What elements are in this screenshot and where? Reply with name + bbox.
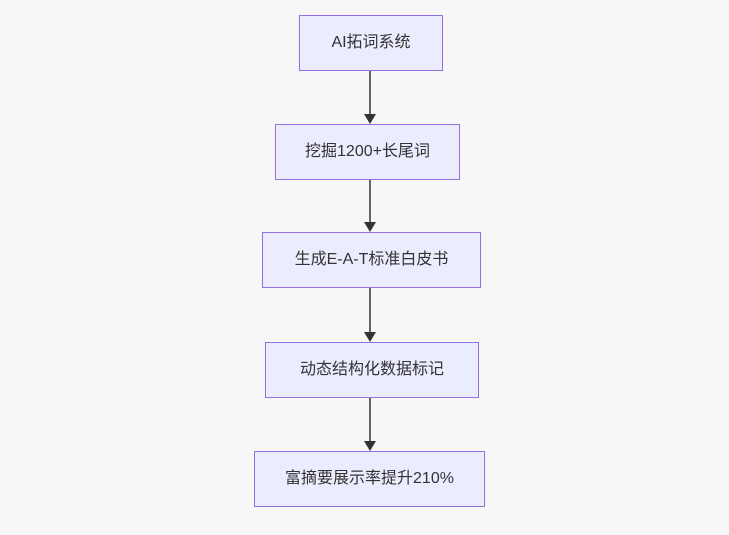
edge-arrowhead-1: [364, 114, 376, 124]
edge-line-2: [369, 180, 371, 223]
flow-node-label: AI拓词系统: [331, 34, 411, 52]
flow-node-ai-word-system: AI拓词系统: [299, 15, 443, 71]
edge-arrowhead-2: [364, 222, 376, 232]
flow-node-label: 动态结构化数据标记: [299, 361, 444, 379]
edge-line-4: [369, 398, 371, 442]
edge-arrowhead-3: [364, 332, 376, 342]
flow-node-label: 生成E-A-T标准白皮书: [294, 251, 449, 269]
edge-arrowhead-4: [364, 441, 376, 451]
flow-node-rich-snippet-result: 富摘要展示率提升210%: [254, 451, 485, 507]
flow-node-structured-data-markup: 动态结构化数据标记: [265, 342, 479, 398]
edge-line-1: [369, 71, 371, 115]
flow-node-longtail-keywords: 挖掘1200+长尾词: [275, 124, 460, 180]
edge-line-3: [369, 288, 371, 333]
flow-node-label: 富摘要展示率提升210%: [285, 470, 454, 488]
flow-node-eat-whitepaper: 生成E-A-T标准白皮书: [262, 232, 481, 288]
flow-node-label: 挖掘1200+长尾词: [305, 143, 430, 161]
